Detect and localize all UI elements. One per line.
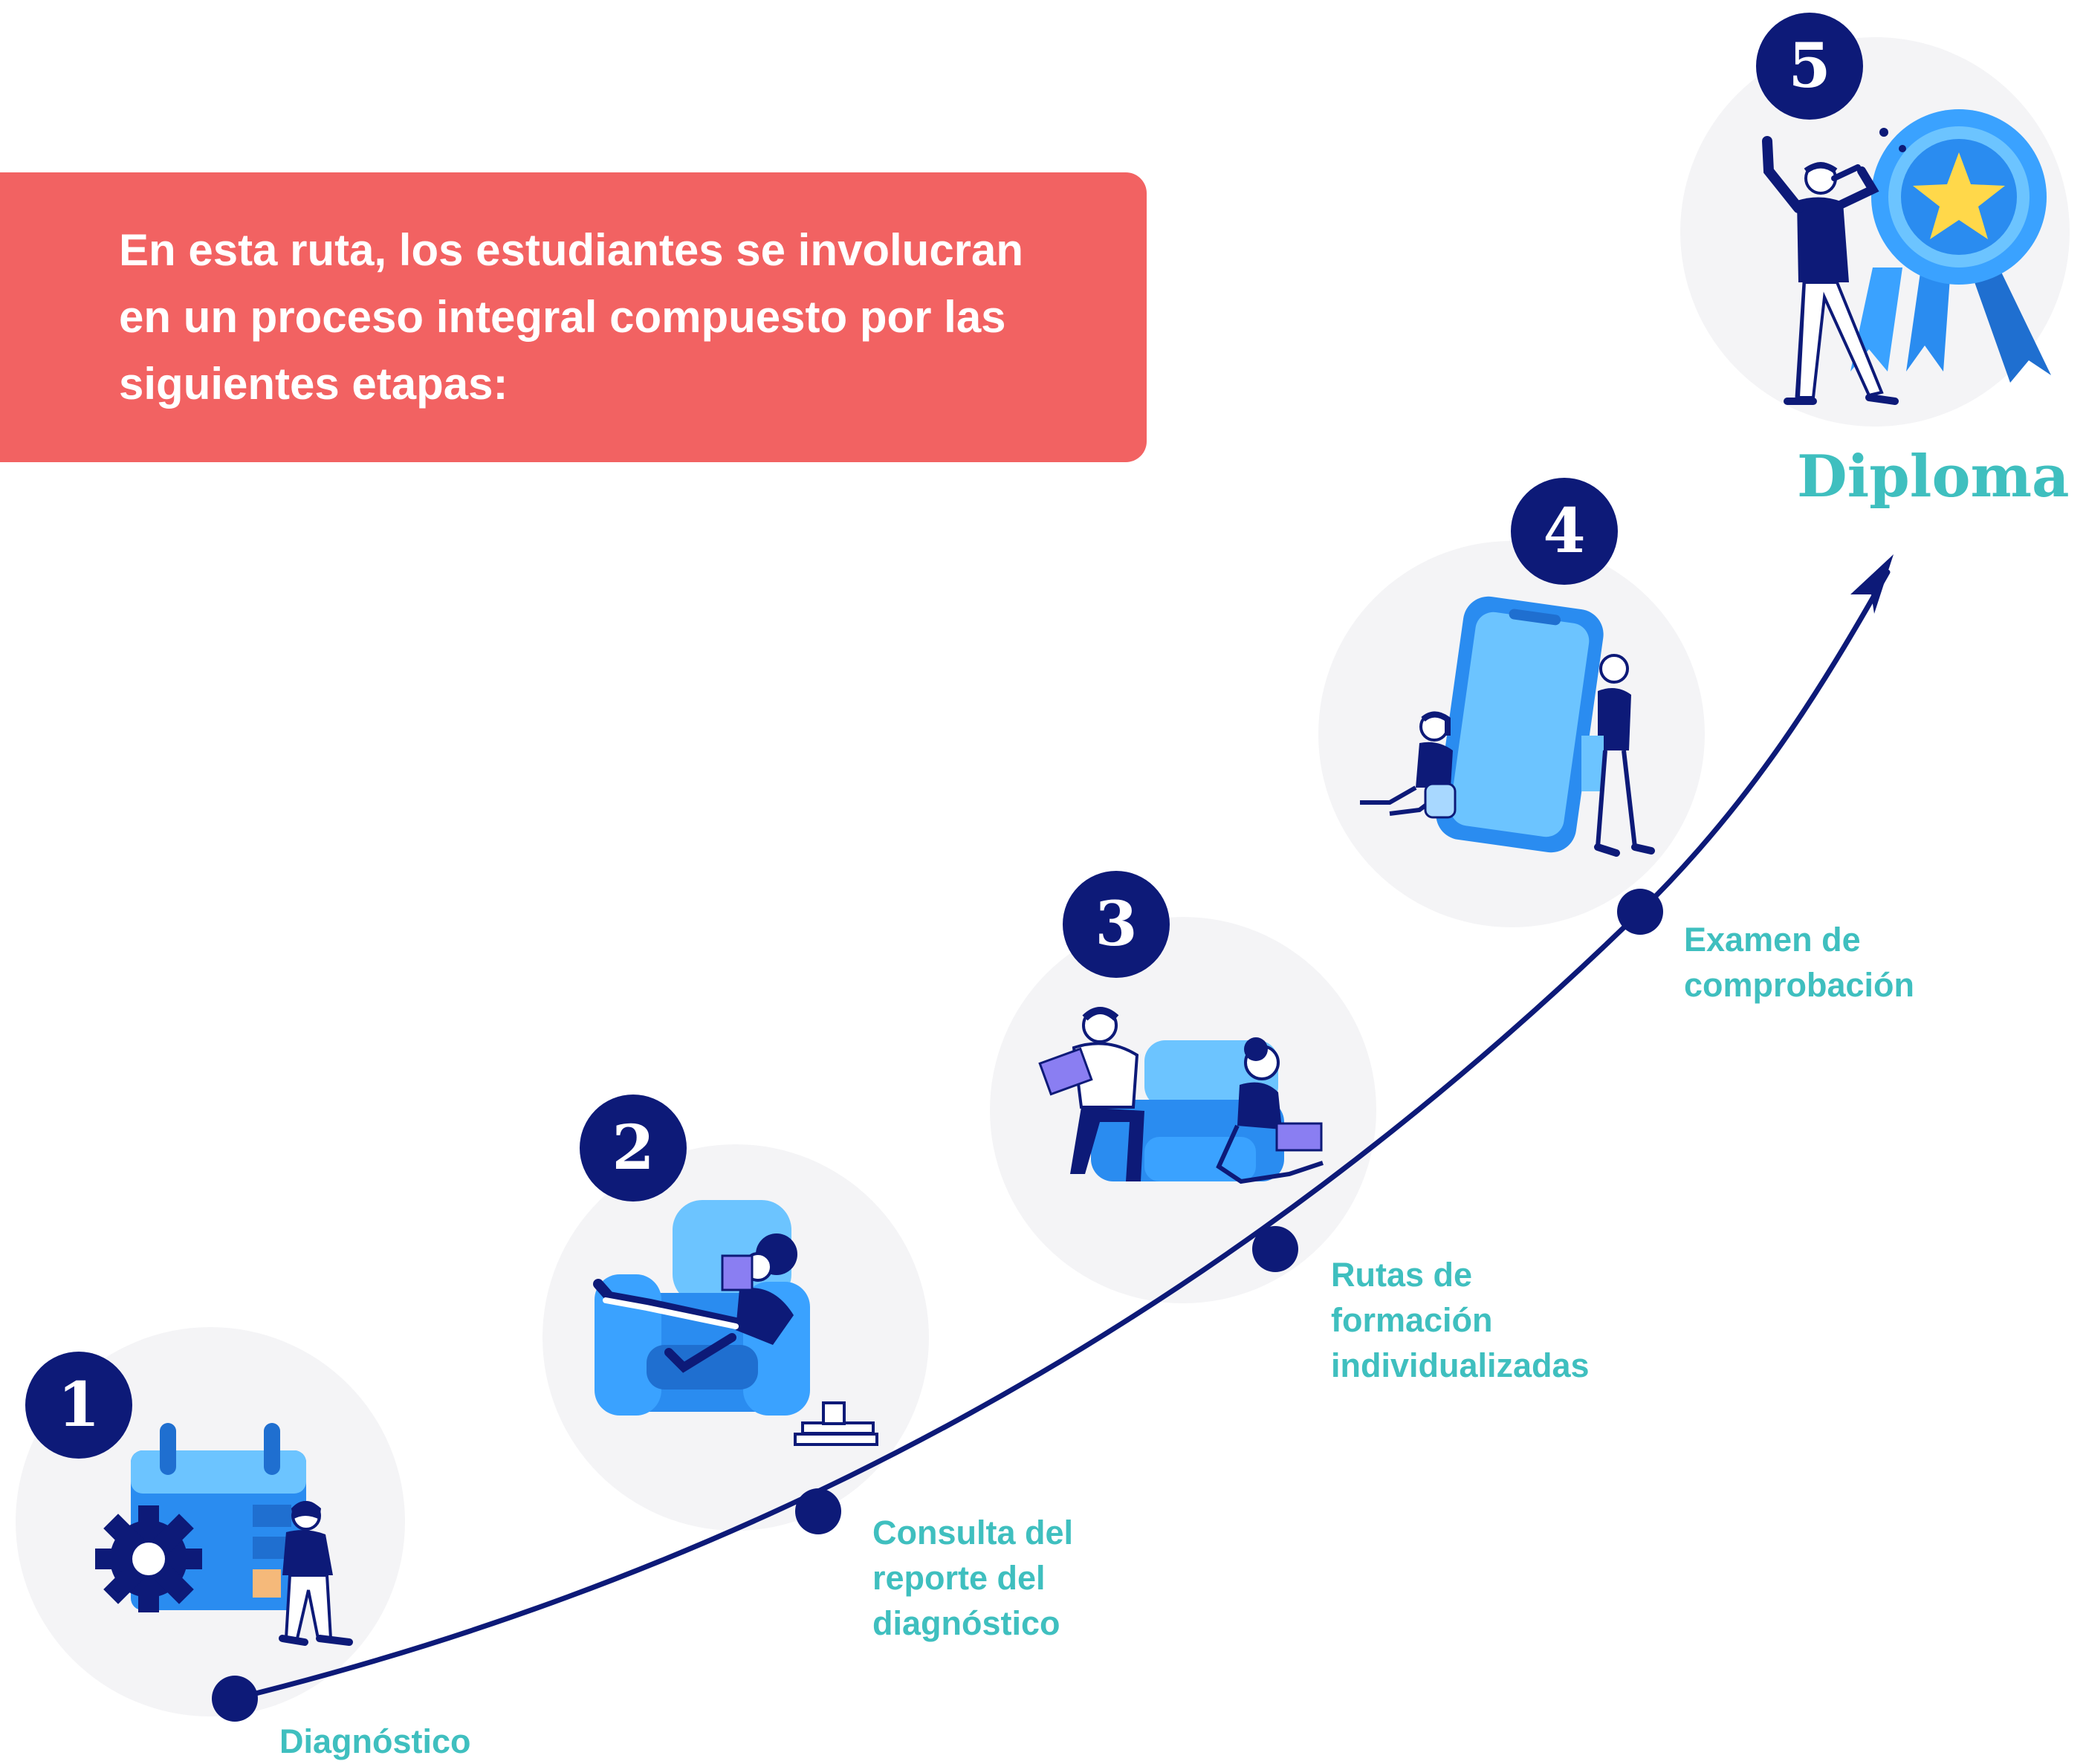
svg-text:5: 5 <box>1788 30 1830 102</box>
stage-4-label-line-1: Examen de <box>1684 921 1861 959</box>
couch-readers-icon <box>1038 1007 1324 1184</box>
stage-1-label: Diagnóstico <box>279 1719 471 1764</box>
stage-2-label-line-1: Consulta del <box>872 1514 1074 1551</box>
stage-2-number-badge: 2 <box>580 1095 687 1202</box>
path-arrowhead-icon <box>1850 554 1894 614</box>
svg-text:3: 3 <box>1095 889 1137 960</box>
intro-line-2: en un proceso integral compuesto por las <box>119 292 1006 342</box>
stage-3-label-line-2: formación <box>1331 1301 1493 1339</box>
milestone-dot-1 <box>212 1676 258 1722</box>
progress-path-line <box>232 569 1891 1702</box>
stage-2-label-line-3: diagnóstico <box>872 1604 1060 1642</box>
stage-1-number-badge: 1 <box>25 1352 132 1459</box>
calendar-gear-person-icon <box>95 1423 353 1646</box>
stage-3-label: Rutas de formación individualizadas <box>1331 1252 1590 1388</box>
milestone-dot-2 <box>795 1488 841 1534</box>
milestone-dot-3 <box>1252 1226 1298 1272</box>
stage-5-label: Diploma <box>1797 443 2070 510</box>
intro-banner <box>0 172 1147 462</box>
stage-2-label-line-2: reporte del <box>872 1559 1046 1597</box>
intro-line-1: En esta ruta, los estudiantes se involuc… <box>119 225 1024 275</box>
stage-4-label-line-2: comprobación <box>1684 966 1915 1004</box>
stage-2-label: Consulta del reporte del diagnóstico <box>872 1510 1073 1646</box>
stage-3-number-badge: 3 <box>1063 871 1170 978</box>
armchair-reader-icon <box>593 1200 878 1446</box>
stage-5-number-badge: 5 <box>1756 13 1863 120</box>
smartphone-people-icon <box>1360 596 1655 857</box>
stage-4-label: Examen de comprobación <box>1684 917 1914 1008</box>
svg-text:2: 2 <box>612 1112 654 1184</box>
svg-text:4: 4 <box>1543 496 1585 567</box>
intro-line-3: siguientes etapas: <box>119 359 508 409</box>
milestone-dot-4 <box>1617 889 1663 935</box>
intro-text: En esta ruta, los estudiantes se involuc… <box>119 217 1130 418</box>
stage-1-label-line: Diagnóstico <box>279 1722 471 1760</box>
stage-3-label-line-3: individualizadas <box>1331 1346 1590 1384</box>
svg-text:1: 1 <box>57 1369 100 1441</box>
award-ribbon-celebration-icon <box>1762 109 2051 405</box>
stage-3-label-line-1: Rutas de <box>1331 1256 1473 1294</box>
stage-4-number-badge: 4 <box>1511 478 1618 585</box>
